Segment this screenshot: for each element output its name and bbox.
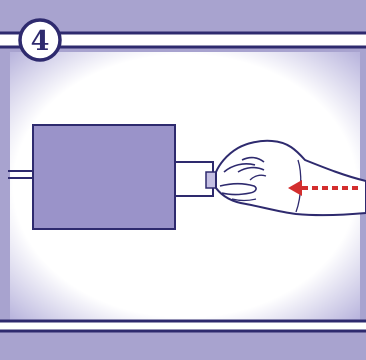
hand-icon (215, 139, 366, 217)
step-number: 4 (31, 26, 50, 57)
unplug-arrow-icon (288, 180, 358, 196)
step-badge: 4 (18, 18, 62, 62)
left-cable (8, 170, 33, 179)
device-box (32, 124, 176, 230)
footer-rule (0, 319, 366, 333)
header-rule (0, 31, 366, 49)
